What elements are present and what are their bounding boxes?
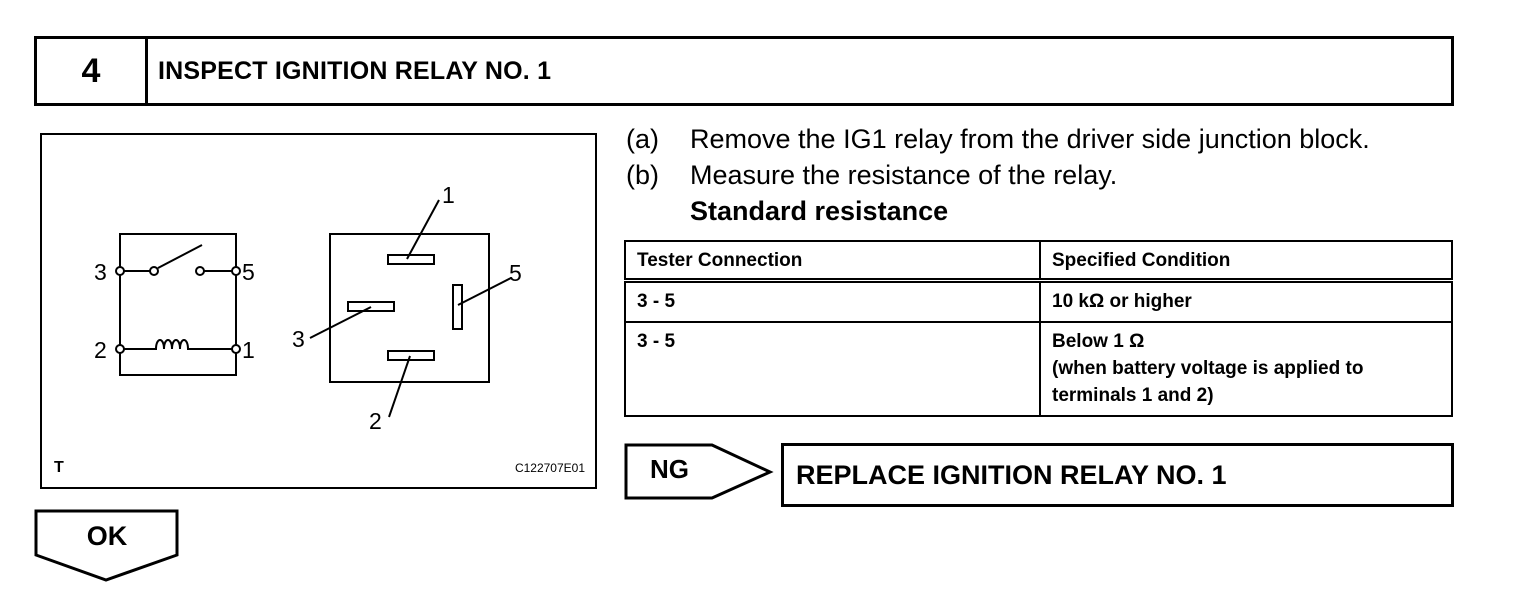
column-header: Tester Connection	[624, 240, 1041, 283]
instruction-b: (b) Measure the resistance of the relay.	[626, 157, 1466, 193]
relay-diagram	[115, 199, 512, 418]
ok-arrow: OK	[34, 509, 180, 582]
instruction-a: (a) Remove the IG1 relay from the driver…	[626, 121, 1466, 157]
figure-corner-label: T	[54, 459, 64, 476]
table-row: 3 - 5 10 kΩ or higher	[624, 279, 1453, 323]
specified-condition-cell: Below 1 Ω (when battery voltage is appli…	[1039, 321, 1453, 417]
step-header: 4 INSPECT IGNITION RELAY NO. 1	[34, 36, 1454, 106]
ok-label: OK	[86, 521, 128, 551]
instructions: (a) Remove the IG1 relay from the driver…	[626, 121, 1466, 229]
step-number: 4	[37, 39, 148, 103]
table-row: 3 - 5 Below 1 Ω (when battery voltage is…	[624, 321, 1453, 417]
pin-2	[387, 350, 435, 361]
connector-outline	[329, 233, 490, 383]
condition-line: (when battery voltage is applied to	[1052, 358, 1364, 379]
instruction-letter: (a)	[626, 124, 659, 154]
ng-label: NG	[650, 454, 689, 484]
switch-blade	[157, 244, 203, 269]
pin-5	[452, 284, 463, 330]
instruction-letter: (b)	[626, 160, 659, 190]
connector-label-5: 5	[509, 260, 522, 286]
specified-condition-cell: 10 kΩ or higher	[1039, 279, 1453, 323]
table-header-row: Tester Connection Specified Condition	[624, 240, 1453, 283]
condition-line: Below 1 Ω	[1052, 331, 1145, 352]
coil	[124, 339, 232, 350]
connector-label-2: 2	[369, 408, 382, 434]
instruction-text: Remove the IG1 relay from the driver sid…	[690, 124, 1370, 154]
schematic-outline	[119, 233, 237, 376]
pin-1	[387, 254, 435, 265]
ng-arrow: NG	[624, 443, 774, 500]
condition-line: terminals 1 and 2)	[1052, 385, 1214, 406]
schematic-label-5: 5	[242, 259, 255, 285]
switch-contact	[195, 266, 205, 276]
connector-label-1: 1	[442, 182, 455, 208]
figure-code: C122707E01	[514, 461, 585, 475]
column-header: Specified Condition	[1039, 240, 1453, 283]
tester-connection-cell: 3 - 5	[624, 321, 1041, 417]
standard-heading: Standard resistance	[690, 196, 949, 226]
terminal-3-node	[115, 266, 125, 276]
schematic-label-3: 3	[94, 259, 107, 285]
terminal-5-node	[231, 266, 241, 276]
terminal-2-node	[115, 344, 125, 354]
relay-figure: 3 5 2 1 1 5 3 2 T C122707E01	[40, 133, 597, 489]
ng-action-box: REPLACE IGNITION RELAY NO. 1	[781, 443, 1454, 507]
instruction-text: Measure the resistance of the relay.	[690, 160, 1118, 190]
tester-connection-cell: 3 - 5	[624, 279, 1041, 323]
schematic-label-2: 2	[94, 337, 107, 363]
pin-3	[347, 301, 395, 312]
spec-table: Tester Connection Specified Condition 3 …	[624, 240, 1453, 417]
ok-arrow-shape	[34, 509, 179, 582]
step-title: INSPECT IGNITION RELAY NO. 1	[158, 56, 552, 85]
ng-arrow-shape	[624, 443, 774, 500]
switch-pivot	[149, 266, 159, 276]
condition-line: 10 kΩ or higher	[1052, 291, 1192, 312]
connector-label-3: 3	[292, 326, 305, 352]
schematic-label-1: 1	[242, 337, 255, 363]
terminal-1-node	[231, 344, 241, 354]
